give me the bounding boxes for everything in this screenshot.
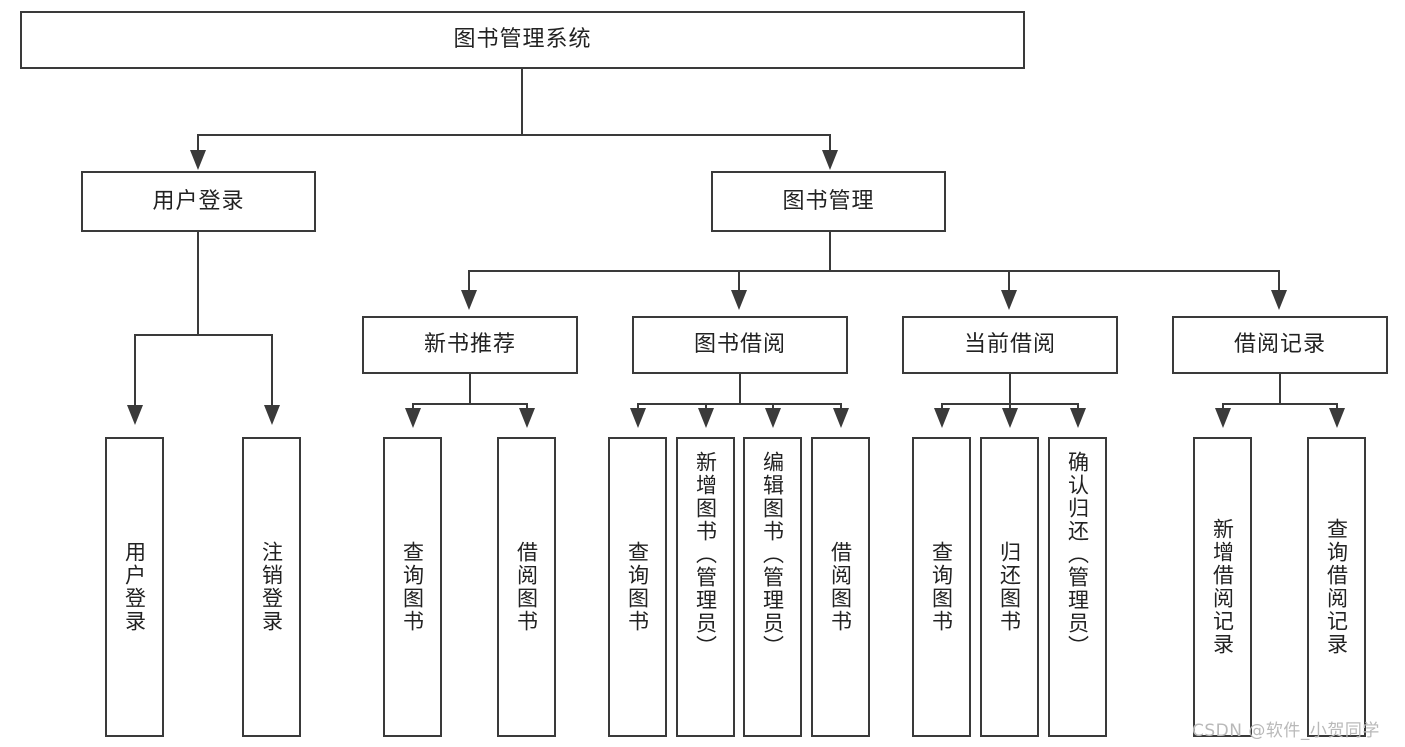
node-label: 当前借阅 (963, 332, 1056, 358)
node-label: 借阅图书 (828, 541, 853, 633)
leaf-newbook-borrow-book[interactable]: 借阅图书 (497, 437, 556, 737)
leaf-bookborrow-edit-book[interactable]: 编辑图书（管理员） (743, 437, 802, 737)
leaf-borrowrecord-add-record[interactable]: 新增借阅记录 (1193, 437, 1252, 737)
arrowhead-newbook-leaf-2 (519, 408, 535, 428)
connector-to-borrowrecord (1278, 270, 1280, 294)
arrowhead-currentborrow-leaf-3 (1070, 408, 1086, 428)
leaf-bookborrow-add-book[interactable]: 新增图书（管理员） (676, 437, 735, 737)
leaf-user-login[interactable]: 用户登录 (105, 437, 164, 737)
arrowhead-borrowrecord-leaf-2 (1329, 408, 1345, 428)
arrowhead-bookborrow-leaf-1 (630, 408, 646, 428)
connector-root-bar (197, 134, 831, 136)
node-label: 借阅记录 (1233, 332, 1326, 358)
node-new-book-recommend[interactable]: 新书推荐 (362, 316, 578, 374)
node-user-login[interactable]: 用户登录 (81, 171, 316, 232)
node-label: 注销登录 (259, 541, 284, 633)
node-current-borrow[interactable]: 当前借阅 (902, 316, 1118, 374)
leaf-currentborrow-return-book[interactable]: 归还图书 (980, 437, 1039, 737)
connector-root-stem (521, 69, 523, 135)
leaf-bookborrow-query-book[interactable]: 查询图书 (608, 437, 667, 737)
node-label: 用户登录 (152, 188, 245, 214)
node-label: 查询图书 (929, 541, 954, 633)
connector-to-currentborrow (1008, 270, 1010, 294)
leaf-borrowrecord-query-record[interactable]: 查询借阅记录 (1307, 437, 1366, 737)
arrowhead-to-bookborrow (731, 290, 747, 310)
node-label: 新增借阅记录 (1210, 518, 1235, 656)
arrowhead-bookborrow-leaf-3 (765, 408, 781, 428)
node-root-system[interactable]: 图书管理系统 (20, 11, 1025, 69)
node-label: 查询借阅记录 (1324, 518, 1349, 656)
leaf-currentborrow-query-book[interactable]: 查询图书 (912, 437, 971, 737)
connector-newbook-bar (412, 403, 528, 405)
arrowhead-currentborrow-leaf-2 (1002, 408, 1018, 428)
arrowhead-newbook-leaf-1 (405, 408, 421, 428)
leaf-user-logout[interactable]: 注销登录 (242, 437, 301, 737)
leaf-newbook-query-book[interactable]: 查询图书 (383, 437, 442, 737)
node-book-management[interactable]: 图书管理 (711, 171, 946, 232)
leaf-bookborrow-borrow-book[interactable]: 借阅图书 (811, 437, 870, 737)
arrowhead-root-to-bookmgmt (822, 150, 838, 170)
arrowhead-userlogin-leaf-1 (127, 405, 143, 425)
node-label: 借阅图书 (514, 541, 539, 633)
connector-borrowrecord-stem (1279, 374, 1281, 405)
arrowhead-root-to-userlogin (190, 150, 206, 170)
node-label: 编辑图书（管理员） (760, 451, 785, 658)
arrowhead-bookborrow-leaf-4 (833, 408, 849, 428)
arrowhead-to-borrowrecord (1271, 290, 1287, 310)
connector-root-to-bookmgmt (829, 134, 831, 159)
arrowhead-bookborrow-leaf-2 (698, 408, 714, 428)
connector-bookborrow-stem (739, 374, 741, 405)
connector-root-to-userlogin (197, 134, 199, 159)
connector-userlogin-left (134, 334, 136, 410)
connector-newbook-stem (469, 374, 471, 405)
connector-to-newbook (468, 270, 470, 294)
connector-currentborrow-stem (1009, 374, 1011, 405)
arrowhead-currentborrow-leaf-1 (934, 408, 950, 428)
node-label: 图书管理 (782, 188, 875, 214)
watermark-csdn: CSDN @软件_小贺同学 (1192, 721, 1380, 741)
node-label: 用户登录 (122, 541, 147, 633)
node-label: 新增图书（管理员） (693, 451, 718, 658)
node-label: 查询图书 (400, 541, 425, 633)
node-borrow-record[interactable]: 借阅记录 (1172, 316, 1388, 374)
connector-level3-bar (468, 270, 1280, 272)
arrowhead-to-currentborrow (1001, 290, 1017, 310)
leaf-currentborrow-confirm-return[interactable]: 确认归还（管理员） (1048, 437, 1107, 737)
connector-to-bookborrow (738, 270, 740, 294)
arrowhead-to-newbook (461, 290, 477, 310)
connector-userlogin-bar (134, 334, 273, 336)
connector-userlogin-right (271, 334, 273, 410)
node-label: 图书管理系统 (453, 27, 592, 53)
connector-userlogin-stem (197, 232, 199, 336)
connector-borrowrecord-bar (1222, 403, 1338, 405)
node-label: 图书借阅 (693, 332, 786, 358)
arrowhead-borrowrecord-leaf-1 (1215, 408, 1231, 428)
node-label: 归还图书 (997, 541, 1022, 633)
node-label: 查询图书 (625, 541, 650, 633)
connector-bookborrow-bar (637, 403, 842, 405)
arrowhead-userlogin-leaf-2 (264, 405, 280, 425)
connector-bookmgmt-stem (829, 232, 831, 272)
node-label: 确认归还（管理员） (1065, 451, 1090, 658)
node-book-borrow[interactable]: 图书借阅 (632, 316, 848, 374)
node-label: 新书推荐 (423, 332, 516, 358)
